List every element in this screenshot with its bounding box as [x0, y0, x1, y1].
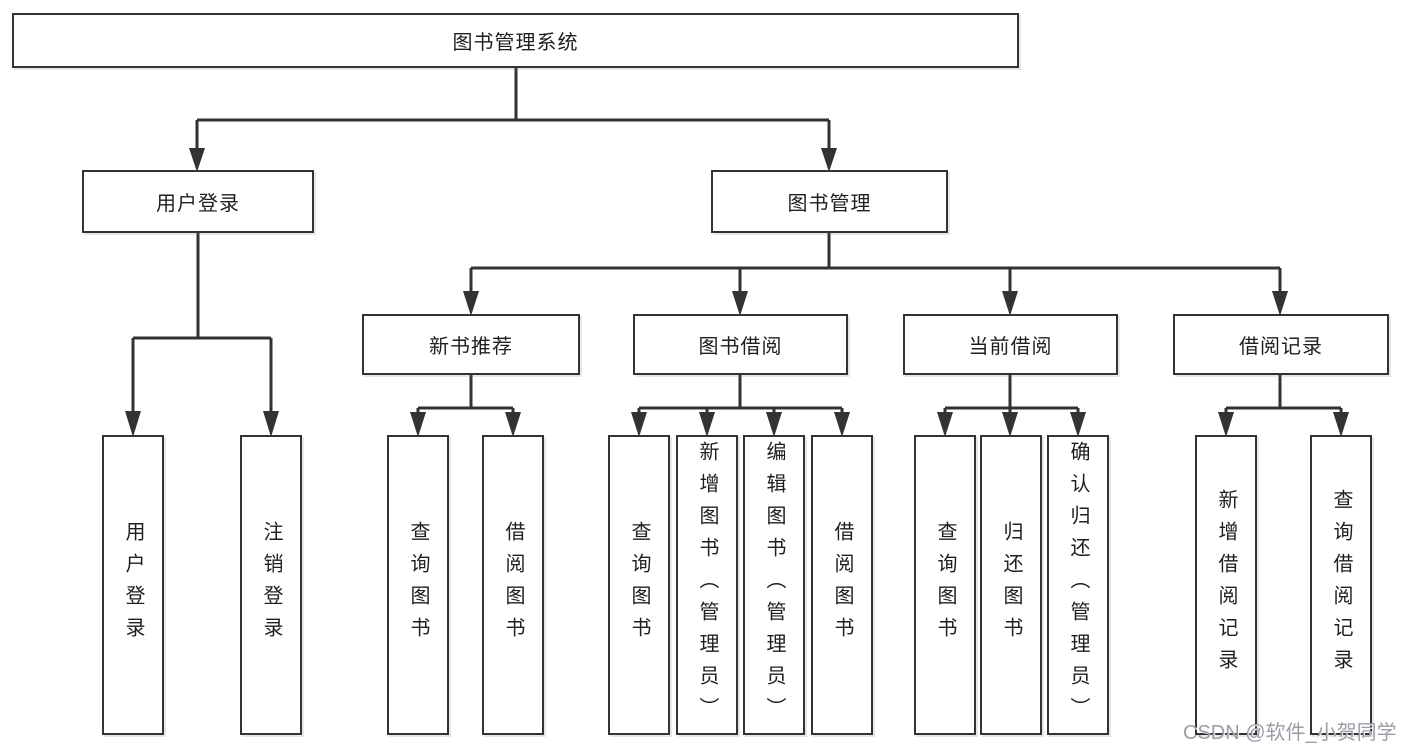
node-user-login: 用户登录 — [82, 170, 314, 233]
arrowhead-icon — [834, 412, 850, 437]
leaf-user-login: 用户登录 — [102, 435, 164, 735]
node-label: 借阅图书 — [502, 521, 524, 649]
arrowhead-icon — [505, 412, 521, 437]
arrowhead-icon — [1002, 291, 1018, 316]
arrowhead-icon — [1272, 291, 1288, 316]
node-borrow-records: 借阅记录 — [1173, 314, 1389, 375]
leaf-edit-books-admin: 编辑图书（管理员） — [743, 435, 805, 735]
arrowhead-icon — [821, 148, 837, 172]
connector-borrow-records-branch — [1218, 375, 1349, 437]
arrowhead-icon — [699, 412, 715, 437]
connector-new-books-branch — [410, 375, 521, 437]
node-label: 图书管理系统 — [452, 32, 579, 54]
connector-book-borrow-branch — [631, 375, 850, 437]
node-current-borrowing: 当前借阅 — [903, 314, 1118, 375]
node-label: 用户登录 — [122, 521, 144, 649]
arrowhead-icon — [1218, 412, 1234, 437]
node-root: 图书管理系统 — [12, 13, 1019, 68]
node-label: 编辑图书（管理员） — [763, 441, 785, 729]
node-label: 查询图书 — [934, 521, 956, 649]
node-label: 借阅图书 — [831, 521, 853, 649]
connector-current-borrow-branch — [937, 375, 1086, 437]
node-label: 借阅记录 — [1239, 336, 1323, 358]
node-label: 新书推荐 — [429, 336, 513, 358]
node-label: 查询图书 — [407, 521, 429, 649]
arrowhead-icon — [263, 411, 279, 437]
arrowhead-icon — [1333, 412, 1349, 437]
arrowhead-icon — [189, 148, 205, 172]
arrowhead-icon — [410, 412, 426, 437]
node-label: 查询借阅记录 — [1330, 489, 1352, 681]
node-label: 查询图书 — [628, 521, 650, 649]
node-label: 注销登录 — [260, 521, 282, 649]
node-book-management: 图书管理 — [711, 170, 948, 233]
connector-book-mgmt-branch — [463, 233, 1288, 316]
arrowhead-icon — [1002, 412, 1018, 437]
leaf-borrow-books-recommend: 借阅图书 — [482, 435, 544, 735]
leaf-query-books-recommend: 查询图书 — [387, 435, 449, 735]
node-label: 图书借阅 — [698, 336, 783, 358]
node-book-borrowing: 图书借阅 — [633, 314, 848, 375]
arrowhead-icon — [937, 412, 953, 437]
leaf-query-books-borrowing: 查询图书 — [608, 435, 670, 735]
arrowhead-icon — [1070, 412, 1086, 437]
arrowhead-icon — [125, 411, 141, 437]
leaf-query-books-current: 查询图书 — [914, 435, 976, 735]
leaf-borrow-books: 借阅图书 — [811, 435, 873, 735]
node-label: 图书管理 — [787, 193, 872, 215]
arrowhead-icon — [732, 291, 748, 316]
arrowhead-icon — [463, 291, 479, 316]
node-new-book-recommend: 新书推荐 — [362, 314, 580, 375]
arrowhead-icon — [631, 412, 647, 437]
csdn-watermark: CSDN @软件_小贺同学 — [1183, 722, 1397, 744]
connector-root — [189, 68, 837, 172]
node-label: 新增借阅记录 — [1215, 489, 1237, 681]
leaf-confirm-return-admin: 确认归还（管理员） — [1047, 435, 1109, 735]
arrowhead-icon — [766, 412, 782, 437]
node-label: 确认归还（管理员） — [1067, 441, 1089, 729]
node-label: 归还图书 — [1000, 521, 1022, 649]
leaf-add-borrow-record: 新增借阅记录 — [1195, 435, 1257, 735]
node-label: 当前借阅 — [968, 336, 1053, 358]
connector-user-login-branch — [125, 233, 279, 437]
leaf-add-books-admin: 新增图书（管理员） — [676, 435, 738, 735]
leaf-return-books: 归还图书 — [980, 435, 1042, 735]
node-label: 新增图书（管理员） — [696, 441, 718, 729]
leaf-logout: 注销登录 — [240, 435, 302, 735]
node-label: 用户登录 — [156, 193, 240, 215]
leaf-query-borrow-record: 查询借阅记录 — [1310, 435, 1372, 735]
